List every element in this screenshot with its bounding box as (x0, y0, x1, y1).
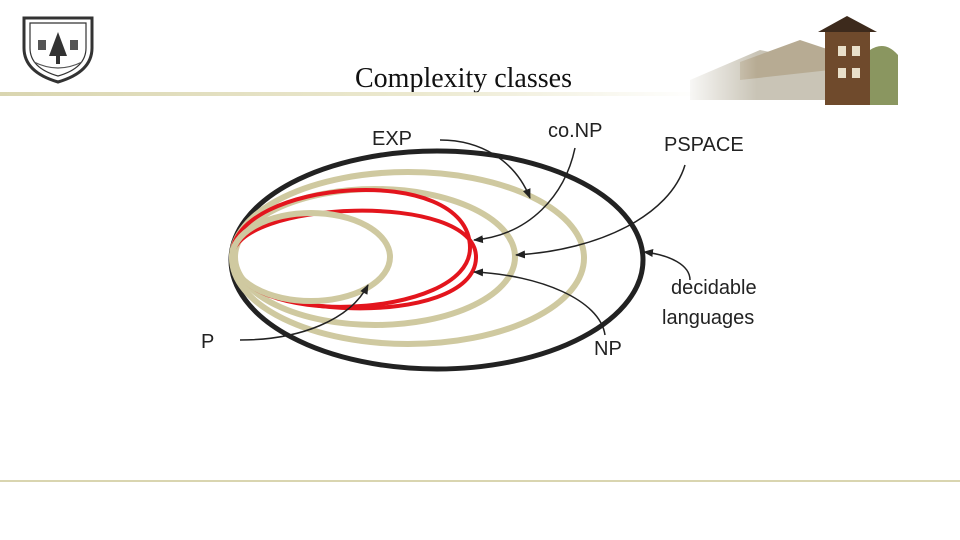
title-divider (0, 92, 700, 96)
slide-title: Complexity classes (355, 63, 572, 94)
university-emblem-logo (16, 14, 100, 89)
exp-arrow (439, 139, 531, 199)
conp-arrow (473, 147, 576, 244)
conp-label: co.NP (548, 120, 603, 142)
pspace-label: PSPACE (664, 134, 744, 156)
decidable-label-line2: languages (662, 307, 755, 329)
exp-label: EXP (372, 128, 413, 150)
footer-divider (0, 480, 960, 482)
p-ellipse (229, 210, 393, 304)
p-label: P (201, 331, 215, 353)
p-arrow (239, 284, 369, 341)
campus-building-image (680, 10, 900, 115)
decidable-label-line1: decidable (671, 277, 757, 299)
decidable-arrow (643, 249, 691, 281)
pspace-arrow (515, 164, 686, 259)
np-arrow (473, 268, 606, 336)
np-label: NP (594, 338, 622, 360)
exp-ellipse (229, 169, 587, 347)
